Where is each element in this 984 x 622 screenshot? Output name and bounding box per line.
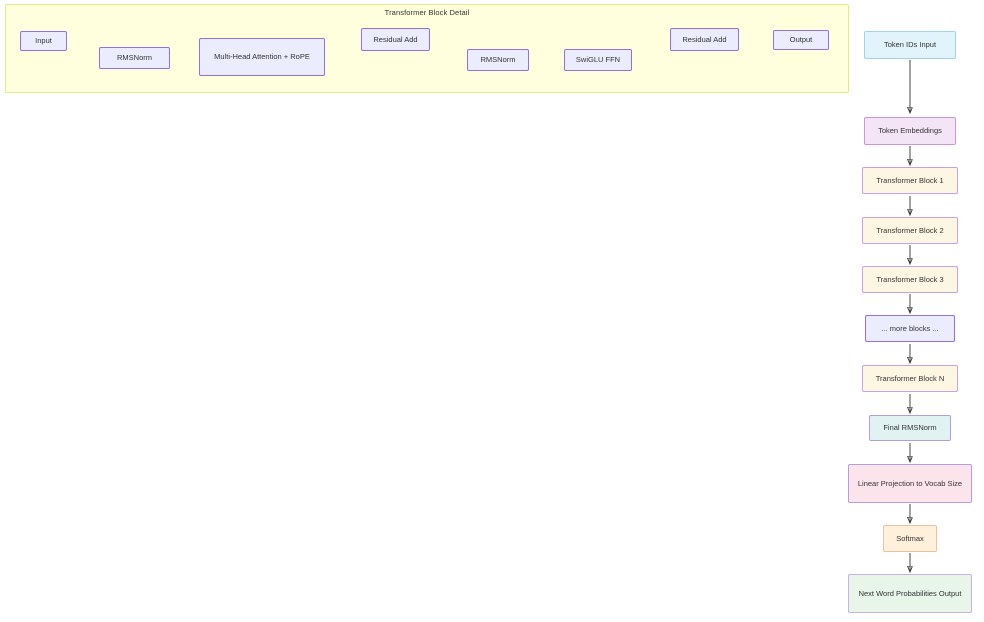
node-residual-add-1[interactable]: Residual Add [361, 28, 430, 51]
node-transformer-block-2[interactable]: Transformer Block 2 [862, 217, 958, 244]
node-transformer-block-n[interactable]: Transformer Block N [862, 365, 958, 392]
node-final-rmsnorm[interactable]: Final RMSNorm [869, 415, 951, 441]
node-input[interactable]: Input [20, 31, 67, 51]
node-next-word-probabilities-output[interactable]: Next Word Probabilities Output [848, 574, 972, 613]
node-rmsnorm-2[interactable]: RMSNorm [467, 49, 529, 71]
node-token-ids-input[interactable]: Token IDs Input [864, 31, 956, 59]
node-residual-add-2[interactable]: Residual Add [670, 28, 739, 51]
node-token-embeddings[interactable]: Token Embeddings [864, 117, 956, 145]
node-swiglu-ffn[interactable]: SwiGLU FFN [564, 49, 632, 71]
node-transformer-block-1[interactable]: Transformer Block 1 [862, 167, 958, 194]
subgraph-title: Transformer Block Detail [384, 8, 470, 17]
node-rmsnorm-1[interactable]: RMSNorm [99, 47, 170, 69]
node-softmax[interactable]: Softmax [883, 525, 937, 552]
node-linear-projection-to-vocab-size[interactable]: Linear Projection to Vocab Size [848, 464, 972, 503]
node-more-blocks[interactable]: ... more blocks ... [865, 315, 955, 342]
node-output[interactable]: Output [773, 30, 829, 50]
node-transformer-block-3[interactable]: Transformer Block 3 [862, 266, 958, 293]
node-multi-head-attention-rope[interactable]: Multi-Head Attention + RoPE [199, 38, 325, 76]
